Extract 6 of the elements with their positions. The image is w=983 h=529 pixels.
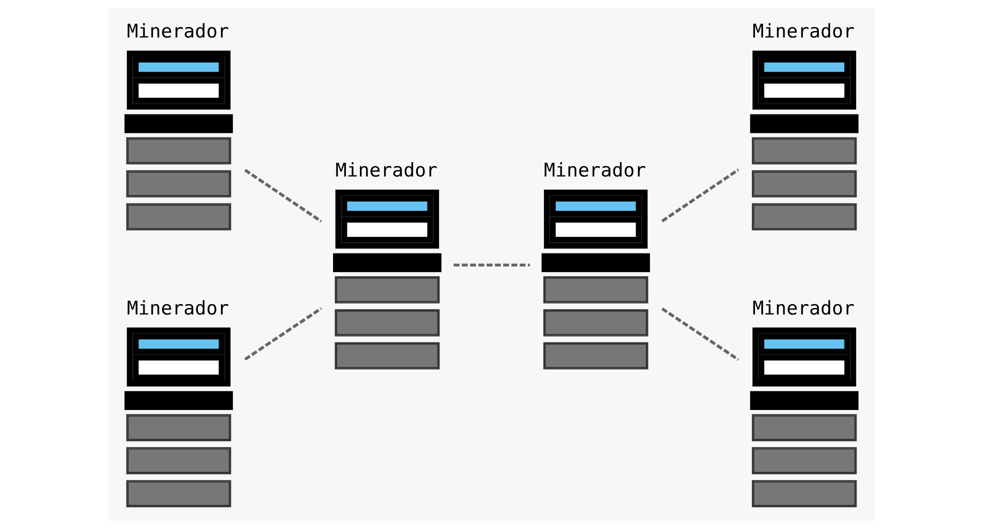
node-label: Minerador [126, 21, 229, 42]
node-label: Minerador [544, 160, 646, 182]
node-label: Minerador [752, 21, 855, 42]
node-label: Minerador [752, 298, 855, 320]
node-label: Minerador [335, 160, 438, 182]
node-label: Minerador [126, 298, 229, 320]
